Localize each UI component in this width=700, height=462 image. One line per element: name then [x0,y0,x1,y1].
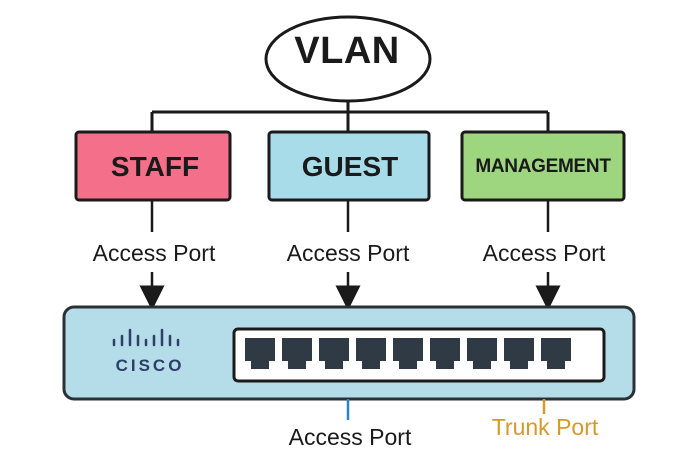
trunk-port-label: Trunk Port [491,414,599,440]
staff-label: STAFF [110,151,200,182]
ethernet-port-icon [282,338,312,369]
ethernet-port-icon [245,338,275,369]
ethernet-port-icon [430,338,460,369]
cisco-brand-label: CISCO [115,356,185,375]
guest-label: GUEST [301,151,399,182]
ethernet-port-icon [356,338,386,369]
management-box [460,130,626,202]
management-label: MANAGEMENT [475,156,611,177]
access-port-label-management: Access Port [482,240,606,266]
ethernet-port-icon [504,338,534,369]
cisco-logo-icon [112,328,180,347]
ethernet-port-icon [393,338,423,369]
ethernet-port-icon [541,338,571,369]
ethernet-port-icon [467,338,497,369]
vlan-connector-lines [150,101,550,132]
access-port-label-staff: Access Port [92,240,216,266]
bottom-access-port-label: Access Port [288,424,412,450]
box-to-label-lines [150,200,550,232]
vlan-title: VLAN [294,30,400,72]
ethernet-ports [245,338,571,369]
access-port-label-guest: Access Port [286,240,410,266]
ethernet-port-icon [319,338,349,369]
